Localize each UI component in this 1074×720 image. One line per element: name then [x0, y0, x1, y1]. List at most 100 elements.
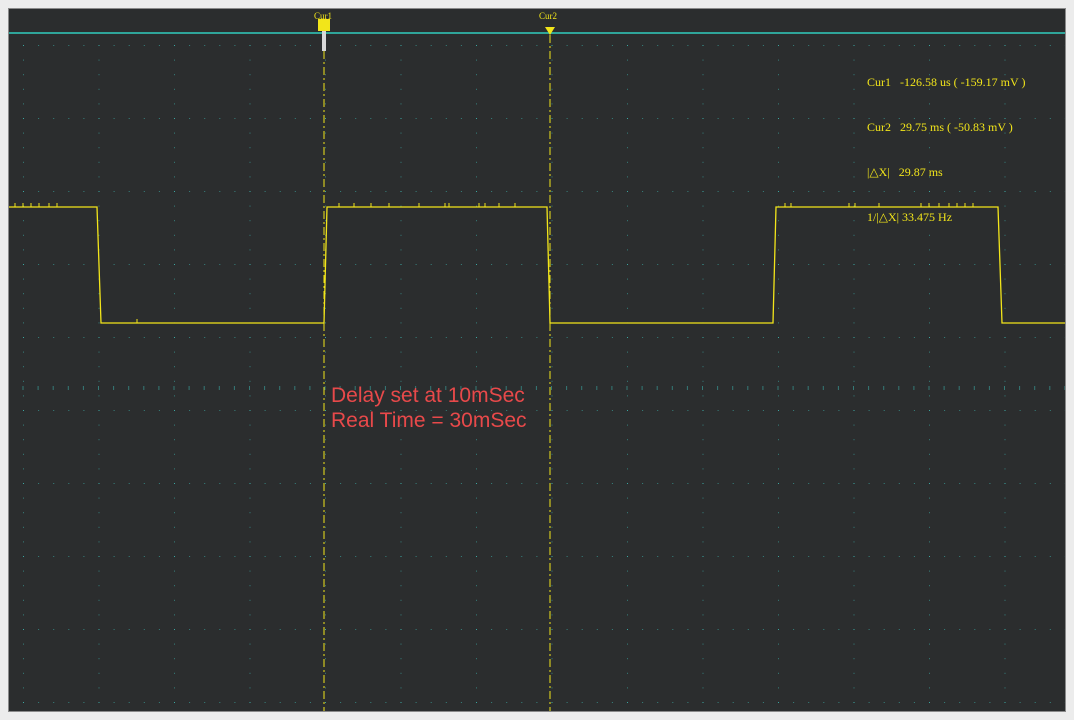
- grid-dot: [249, 264, 251, 265]
- grid-dot: [23, 395, 24, 397]
- grid-dot: [23, 191, 24, 192]
- grid-dot: [400, 132, 402, 134]
- grid-dot: [445, 483, 447, 484]
- grid-dot: [1049, 410, 1051, 411]
- grid-dot: [702, 307, 704, 309]
- grid-dot: [294, 629, 296, 630]
- grid-dot: [823, 702, 825, 703]
- grid-dot: [551, 497, 553, 499]
- grid-dot: [174, 672, 175, 674]
- grid-dot: [234, 556, 236, 557]
- grid-dot: [325, 380, 326, 382]
- grid-dot: [611, 118, 613, 119]
- grid-dot: [476, 599, 477, 601]
- grid-dot: [778, 118, 779, 119]
- grid-dot: [476, 59, 477, 61]
- grid-dot: [98, 103, 100, 105]
- grid-dot: [778, 526, 779, 528]
- grid-dot: [913, 45, 915, 46]
- grid-dot: [853, 570, 855, 572]
- grid-dot: [762, 337, 764, 338]
- grid-dot: [325, 366, 326, 368]
- grid-dot: [929, 526, 930, 528]
- grid-dot: [929, 351, 930, 353]
- grid-dot: [340, 410, 342, 411]
- grid-dot: [657, 556, 659, 557]
- grid-dot: [279, 191, 281, 192]
- grid-dot: [1004, 599, 1006, 601]
- grid-dot: [596, 410, 598, 411]
- grid-dot: [687, 118, 689, 119]
- grid-dot: [883, 410, 885, 411]
- grid-dot: [234, 45, 236, 46]
- grid-dot: [400, 74, 402, 76]
- grid-dot: [476, 629, 477, 630]
- grid-dot: [294, 337, 296, 338]
- grid-dot: [1004, 629, 1006, 630]
- grid-dot: [174, 395, 175, 397]
- grid-dot: [98, 351, 100, 353]
- grid-dot: [868, 556, 870, 557]
- grid-dot: [219, 118, 221, 119]
- grid-dot: [627, 74, 628, 76]
- grid-dot: [23, 541, 24, 543]
- grid-dot: [672, 337, 674, 338]
- grid-dot: [853, 453, 855, 455]
- grid-dot: [309, 556, 311, 557]
- grid-dot: [219, 45, 221, 46]
- grid-dot: [566, 118, 568, 119]
- grid-dot: [23, 585, 24, 587]
- grid-dot: [596, 556, 598, 557]
- grid-dot: [823, 191, 825, 192]
- grid-dot: [83, 702, 85, 703]
- grid-dot: [491, 483, 493, 484]
- grid-dot: [23, 570, 24, 572]
- grid-dot: [959, 483, 961, 484]
- scope-canvas: Cur1 Cur2: [9, 11, 1065, 711]
- grid-dot: [838, 702, 840, 703]
- grid-dot: [491, 337, 493, 338]
- grid-dot: [400, 512, 402, 514]
- grid-dot: [913, 702, 915, 703]
- grid-dot: [929, 118, 930, 119]
- grid-dot: [68, 556, 70, 557]
- grid-dot: [460, 483, 462, 484]
- grid-dot: [506, 191, 508, 192]
- grid-dot: [83, 410, 85, 411]
- grid-dot: [143, 337, 145, 338]
- grid-dot: [249, 410, 251, 411]
- grid-dot: [385, 556, 387, 557]
- cursor1-marker[interactable]: Cur1: [314, 11, 332, 51]
- scope-display: Cur1 Cur2 Cur1 -126.58 us ( -159.17 mV )…: [8, 8, 1066, 712]
- grid-dot: [98, 307, 100, 309]
- grid-dot: [929, 672, 930, 674]
- grid-dot: [476, 410, 477, 411]
- grid-dot: [325, 453, 326, 455]
- grid-dot: [627, 293, 628, 295]
- grid-dot: [929, 658, 930, 660]
- grid-dot: [989, 264, 991, 265]
- grid-dot: [1004, 147, 1006, 149]
- grid-dot: [23, 307, 24, 309]
- grid-dot: [340, 118, 342, 119]
- grid-dot: [249, 629, 251, 630]
- grid-dot: [53, 702, 55, 703]
- grid-dot: [702, 424, 704, 426]
- grid-dot: [687, 556, 689, 557]
- grid-dot: [702, 643, 704, 645]
- grid-dot: [551, 629, 553, 630]
- grid-dot: [627, 205, 628, 207]
- cursor2-marker[interactable]: Cur2: [539, 11, 557, 35]
- grid-dot: [476, 395, 477, 397]
- grid-dot: [325, 614, 326, 616]
- grid-dot: [853, 585, 855, 587]
- grid-dot: [672, 118, 674, 119]
- grid-dot: [385, 629, 387, 630]
- grid-dot: [189, 45, 191, 46]
- grid-dot: [838, 483, 840, 484]
- grid-dot: [23, 351, 24, 353]
- grid-dot: [325, 497, 326, 499]
- grid-dot: [838, 337, 840, 338]
- grid-dot: [400, 234, 402, 236]
- grid-dot: [23, 366, 24, 368]
